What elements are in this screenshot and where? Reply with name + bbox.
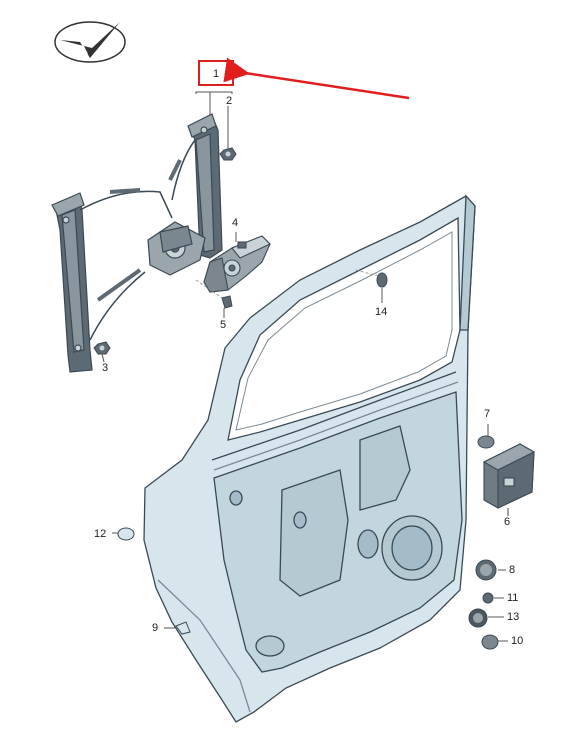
control-module-part-6 (482, 443, 536, 516)
plug-part-12 (112, 527, 135, 541)
callout-1-highlight-box: 1 (198, 60, 234, 86)
plug-part-8 (475, 559, 506, 581)
callout-5: 5 (220, 319, 227, 331)
callout-3: 3 (102, 362, 109, 374)
door-frame (143, 194, 476, 723)
callout-13: 13 (507, 611, 520, 623)
plug-part-7 (477, 424, 495, 449)
callout-6: 6 (504, 516, 511, 528)
screw-part-5 (195, 279, 233, 318)
callout-10: 10 (511, 635, 524, 647)
clip-part-9 (164, 621, 191, 635)
motor-part-4 (203, 232, 271, 293)
callout-14: 14 (375, 306, 388, 318)
nut-part-3 (93, 341, 111, 363)
callout-9: 9 (152, 622, 159, 634)
callout-7: 7 (484, 408, 491, 420)
logo-checkmark-icon (54, 21, 126, 63)
plug-part-13 (468, 608, 504, 628)
callout-1: 1 (212, 68, 220, 80)
nut-part-2 (219, 147, 237, 161)
callout-8: 8 (509, 564, 516, 576)
callout-2: 2 (226, 95, 233, 107)
callout-12: 12 (94, 528, 107, 540)
callout-11: 11 (507, 592, 519, 604)
plug-part-10 (481, 634, 508, 650)
red-arrow-icon (223, 57, 410, 100)
callout-4: 4 (232, 217, 239, 229)
grommet-part-14 (355, 269, 388, 303)
plug-part-11 (482, 592, 504, 604)
window-regulator (51, 113, 223, 373)
